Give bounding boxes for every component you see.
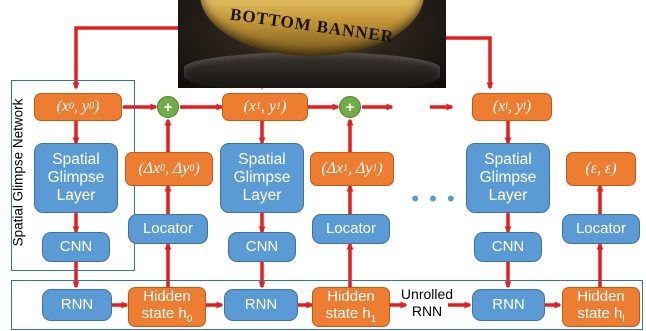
plus-node-1: + [339,96,361,118]
cnn-box-0: CNN [42,232,110,262]
rnn-box-0: RNN [42,289,112,321]
ellipsis-dots: • • • [411,186,457,211]
network-label: Spatial Glimpse Network [10,98,26,247]
image-base [184,52,440,88]
hidden-state-1: Hidden state h1 [312,287,390,327]
locator-box-0: Locator [128,214,208,244]
rnn-box-1: RNN [224,289,298,321]
cnn-box-1: CNN [228,232,296,262]
rnn-row-panel [11,280,643,330]
input-image: BOTTOM BANNER [178,0,446,88]
rnn-box-l: RNN [472,289,545,321]
plus-node-0: + [157,96,179,118]
locator-box-1: Locator [312,214,390,244]
locator-box-l: Locator [562,214,640,244]
cnn-box-l: CNN [474,232,542,262]
hidden-state-l: Hidden state hl [562,287,640,327]
hidden-state-0: Hidden state h0 [128,287,206,327]
end-coord-box: (ε, ε) [566,152,636,186]
